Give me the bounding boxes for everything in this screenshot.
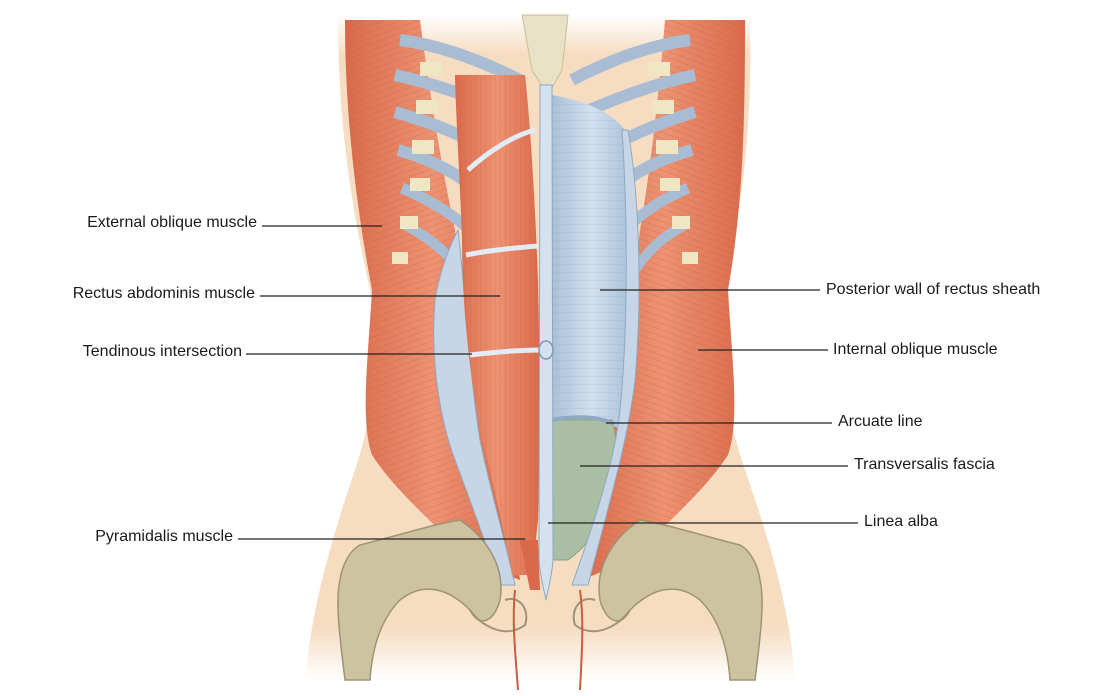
label-external-oblique-muscle: External oblique muscle — [87, 214, 257, 231]
tendinous-intersection-1 — [466, 127, 536, 172]
label-transversalis-fascia: Transversalis fascia — [854, 456, 995, 473]
label-pyramidalis-muscle: Pyramidalis muscle — [95, 528, 233, 545]
cord-right — [579, 589, 584, 691]
sternum — [521, 14, 569, 96]
arcuate-line-mark — [551, 415, 615, 426]
label-internal-oblique-muscle: Internal oblique muscle — [833, 341, 998, 358]
label-arcuate-line: Arcuate line — [838, 413, 923, 430]
label-linea-alba: Linea alba — [864, 513, 938, 530]
pelvis-right — [598, 519, 763, 681]
label-posterior-wall-of-rectus-sheath: Posterior wall of rectus sheath — [826, 281, 1041, 298]
umbilicus — [538, 340, 554, 360]
cord-left — [512, 589, 519, 691]
tendinous-intersection-2 — [465, 243, 539, 258]
pyramidalis — [520, 540, 540, 590]
leader-lines — [238, 225, 858, 540]
label-rectus-abdominis-muscle: Rectus abdominis muscle — [72, 285, 255, 302]
label-tendinous-intersection: Tendinous intersection — [82, 343, 242, 360]
pelvis-left — [337, 519, 502, 681]
rectus-sheath-right-lateral — [571, 129, 640, 586]
tendinous-intersection-3 — [469, 347, 541, 358]
